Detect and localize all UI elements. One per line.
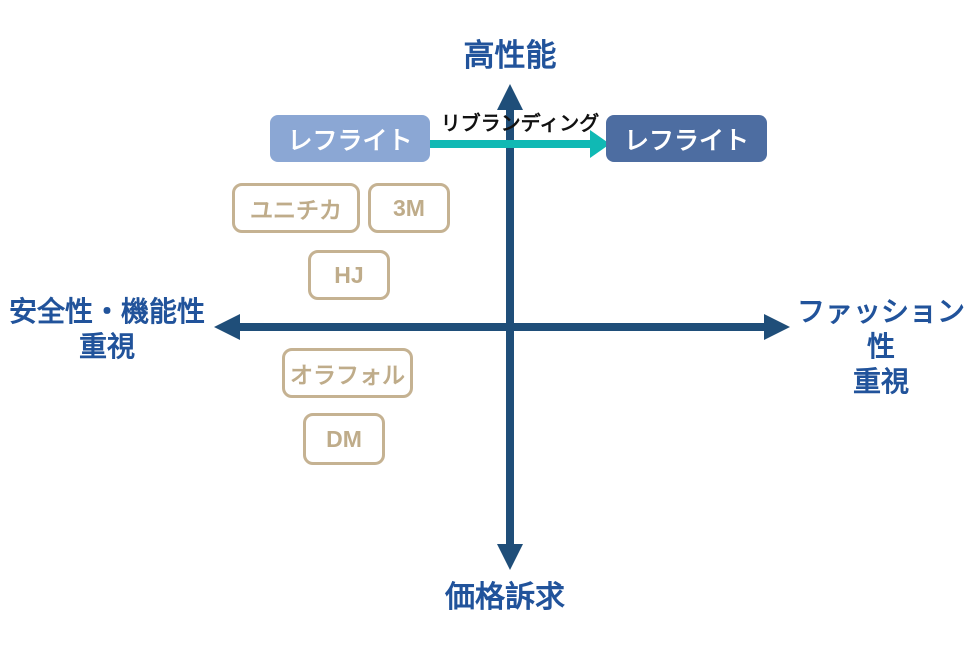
arrow-left-icon bbox=[214, 314, 240, 340]
axis-label-left-line1: 安全性・機能性 bbox=[8, 296, 205, 327]
rebranding-arrowhead-icon bbox=[590, 130, 610, 158]
arrow-right-icon bbox=[764, 314, 790, 340]
axis-label-left: 安全性・機能性 重視 bbox=[2, 294, 212, 364]
arrow-down-icon bbox=[497, 544, 523, 570]
rebranding-arrow-line bbox=[430, 140, 590, 148]
arrow-up-icon bbox=[497, 84, 523, 110]
competitor-box-orafol: オラフォル bbox=[282, 348, 413, 398]
axis-label-right-line1: ファッション性 bbox=[796, 296, 965, 362]
axis-label-left-line2: 重視 bbox=[78, 331, 135, 362]
axis-label-right-line2: 重視 bbox=[852, 366, 909, 397]
axis-label-top: 高性能 bbox=[463, 38, 557, 73]
competitor-box-hj: HJ bbox=[308, 250, 390, 300]
axis-label-right: ファッション性 重視 bbox=[786, 294, 976, 399]
competitor-box-dm: DM bbox=[303, 413, 385, 465]
competitor-box-3m: 3M bbox=[368, 183, 450, 233]
brand-box-before: レフライト bbox=[270, 115, 430, 162]
brand-box-after: レフライト bbox=[606, 115, 767, 162]
axis-label-bottom: 価格訴求 bbox=[445, 581, 565, 614]
horizontal-axis-line bbox=[236, 323, 766, 331]
rebranding-arrow-label: リブランディング bbox=[440, 113, 600, 135]
competitor-box-unitika: ユニチカ bbox=[232, 183, 360, 233]
